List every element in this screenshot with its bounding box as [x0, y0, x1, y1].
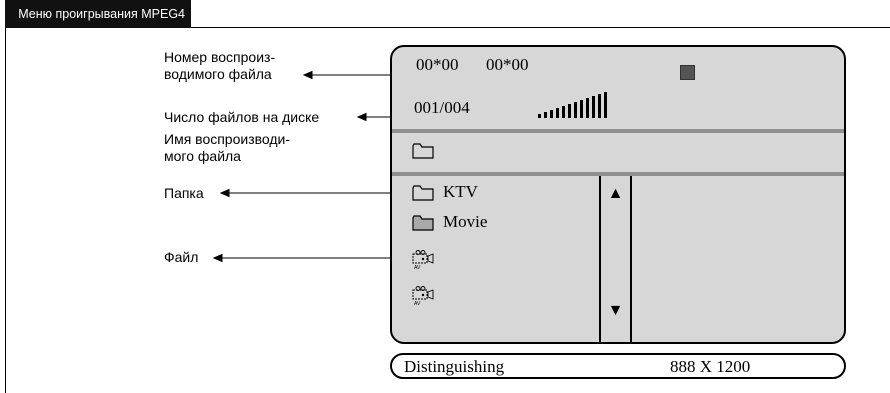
screen-divider-top	[392, 129, 844, 133]
header-rule	[191, 27, 890, 28]
arrowhead-file-number	[302, 70, 313, 80]
folder-icon	[412, 185, 434, 201]
av-file-icon: AV	[412, 286, 434, 305]
arrowhead-folder	[219, 188, 230, 198]
arrowhead-file	[212, 253, 223, 263]
list-item-file[interactable]: AV	[410, 247, 450, 271]
list-item-file[interactable]: AV	[410, 283, 450, 307]
list-item-folder[interactable]: Movie	[410, 211, 590, 235]
status-label: Distinguishing	[404, 357, 505, 376]
label-file-number-line1: Номер воспроиз-	[164, 49, 276, 65]
arrowhead-file-count	[356, 112, 367, 122]
label-file-name-line2: мого файла	[164, 148, 241, 164]
player-screen: 00*00 00*00 001/004 KTV	[390, 45, 846, 344]
folder-name: KTV	[443, 182, 478, 201]
label-folder: Папка	[164, 185, 204, 201]
scroll-down-button[interactable]: ▼	[607, 302, 624, 319]
stop-icon	[680, 65, 695, 80]
time-elapsed: 00*00	[416, 55, 459, 74]
time-total: 00*00	[486, 55, 529, 74]
av-file-icon: AV	[412, 250, 434, 269]
label-file-count: Число файлов на диске	[164, 109, 320, 125]
label-file-name-line1: Имя воспроизводи-	[164, 131, 291, 147]
scrollbar[interactable]: ▲ ▼	[599, 176, 632, 342]
av-badge: AV	[414, 265, 421, 269]
label-file: Файл	[164, 249, 199, 265]
page-title: Меню проигрывания MPEG4	[5, 0, 191, 28]
av-badge: AV	[414, 301, 421, 305]
folder-icon	[412, 143, 434, 159]
list-item-folder[interactable]: KTV	[410, 181, 590, 205]
scroll-up-button[interactable]: ▲	[607, 185, 624, 202]
track-counter: 001/004	[414, 98, 470, 117]
status-resolution: 888 X 1200	[670, 357, 751, 376]
signal-level-icon	[538, 92, 607, 118]
margin-rule	[5, 28, 6, 393]
label-file-number-line2: водимого файла	[164, 66, 272, 82]
status-bar: Distinguishing 888 X 1200	[390, 353, 846, 379]
screen-divider-bottom	[392, 172, 844, 176]
folder-name: Movie	[443, 212, 488, 231]
folder-icon	[412, 215, 434, 231]
